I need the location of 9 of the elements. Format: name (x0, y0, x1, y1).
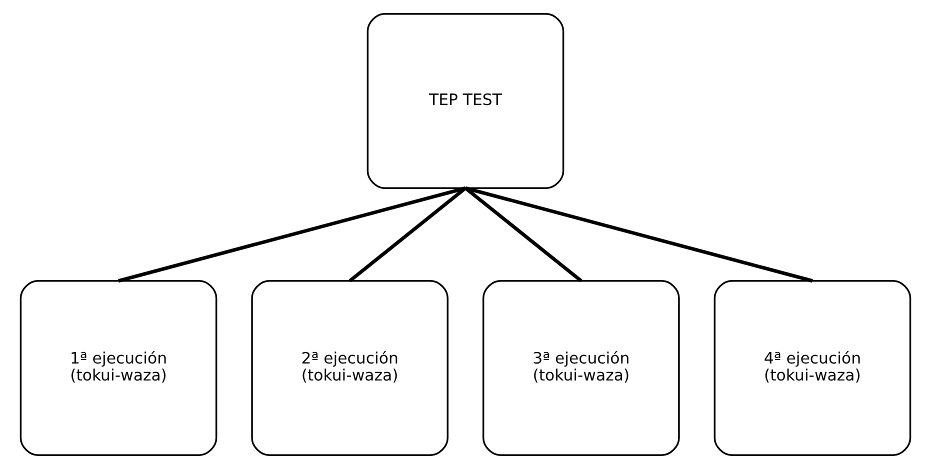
connector (348, 186, 466, 282)
connector (118, 186, 466, 283)
node-box: 2ª ejecución (tokui-waza) (250, 280, 448, 456)
node-box: 3ª ejecución (tokui-waza) (482, 280, 680, 456)
node-box: 1ª ejecución (tokui-waza) (19, 280, 217, 456)
node-box: 4ª ejecución (tokui-waza) (713, 280, 911, 456)
connector (464, 186, 582, 282)
connector (464, 186, 812, 283)
node-box: TEP TEST (366, 13, 564, 189)
